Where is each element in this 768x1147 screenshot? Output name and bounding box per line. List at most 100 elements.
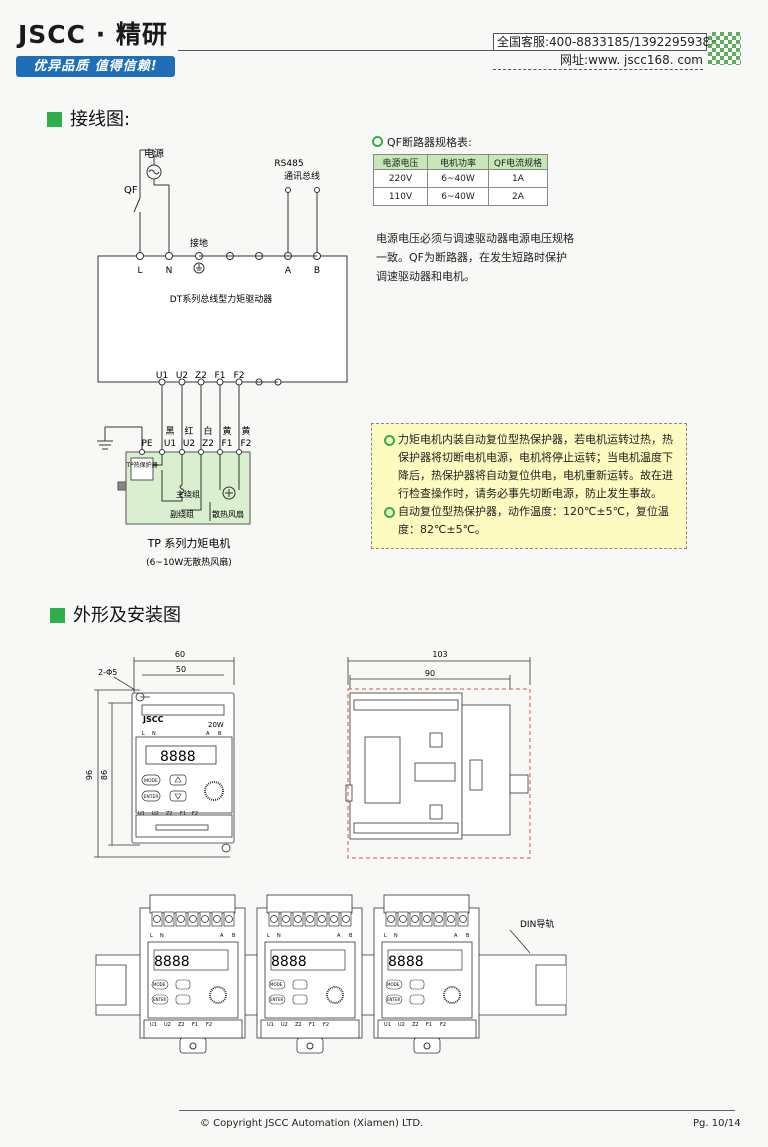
mode-button-label: MODE bbox=[153, 982, 166, 987]
wire-color-red: 红 bbox=[184, 425, 193, 437]
qf-note: 电源电压必须与调速驱动器电源电压规格一致。QF为断路器，在发生短路时保护调速驱动… bbox=[376, 232, 574, 283]
checker-pattern-icon bbox=[708, 32, 741, 65]
terminal-z2: Z2 bbox=[412, 1022, 419, 1028]
svg-text:MODE: MODE bbox=[144, 778, 158, 784]
table-cell: 6~40W bbox=[427, 187, 489, 206]
logo-text: JSCC · 精研 bbox=[18, 20, 168, 49]
motor-u1: U1 bbox=[164, 439, 176, 449]
dim-height-inner: 86 bbox=[100, 770, 109, 780]
svg-text:L: L bbox=[142, 731, 145, 737]
note-item: 自动复位型热保护器，动作温度：120℃±5℃，复位温度：82℃±5℃。 bbox=[384, 503, 680, 539]
motor-f1: F1 bbox=[222, 439, 233, 449]
up-button[interactable] bbox=[169, 774, 187, 786]
terminal-l: L bbox=[267, 933, 270, 939]
svg-text:F1: F1 bbox=[180, 811, 186, 817]
qf-label: QF bbox=[124, 185, 138, 196]
depth-outline bbox=[347, 688, 531, 859]
terminal-u1: U1 bbox=[384, 1022, 391, 1028]
page-number: Pg. 10/14 bbox=[693, 1118, 741, 1129]
terminal-n: N bbox=[277, 933, 281, 939]
ground-icon bbox=[193, 262, 205, 274]
wiring-diagram: 电源 QF RS485 通讯总线 接地 L N A B DT系列总线型力矩驱动器… bbox=[97, 147, 348, 568]
up-arrow-icon bbox=[174, 776, 182, 783]
dim-width-inner: 50 bbox=[176, 665, 186, 674]
section-square-icon bbox=[50, 608, 65, 623]
terminal-b: B bbox=[232, 933, 236, 939]
device-display: 8888 bbox=[271, 954, 307, 970]
protector-label: TP热保护器 bbox=[125, 461, 157, 469]
device-brand: JSCC bbox=[142, 715, 164, 724]
dimensions-heading: 外形及安装图 bbox=[50, 605, 181, 627]
power-label: 电源 bbox=[144, 147, 164, 160]
slogan-banner: 优异品质 值得信赖! bbox=[16, 56, 175, 77]
dim-width-outer: 60 bbox=[175, 650, 185, 659]
enter-button-label: ENTER bbox=[153, 997, 166, 1002]
wire-color-yellow-1: 黄 bbox=[222, 425, 231, 437]
ground-label: 接地 bbox=[190, 237, 208, 249]
table-row: 220V 6~40W 1A bbox=[373, 169, 548, 188]
table-header: 电机功率 bbox=[427, 154, 489, 170]
footer-divider bbox=[179, 1110, 735, 1111]
enter-button-label: ENTER bbox=[270, 997, 283, 1002]
terminal-b: B bbox=[466, 933, 470, 939]
svg-text:U1: U1 bbox=[138, 811, 145, 817]
terminal-n: N bbox=[160, 933, 164, 939]
thermal-protector-notes: 力矩电机内装自动复位型热保护器，若电机运转过热，热保护器将切断电机电源，电机将停… bbox=[371, 423, 687, 549]
terminal-l: L bbox=[150, 933, 153, 939]
svg-text:B: B bbox=[218, 731, 222, 737]
terminal-f2: F2 bbox=[323, 1022, 329, 1028]
out-f1: F1 bbox=[215, 371, 226, 381]
header-divider bbox=[178, 50, 698, 51]
table-cell: 110V bbox=[373, 187, 428, 206]
qf-spec-title: QF断路器规格表: bbox=[372, 136, 472, 150]
down-arrow-icon bbox=[174, 793, 182, 800]
terminal-a: A bbox=[454, 933, 458, 939]
dim-hole: 2-Φ5 bbox=[98, 668, 117, 677]
mode-button-label: MODE bbox=[270, 982, 283, 987]
website-link[interactable]: 网址:www. jscc168. com bbox=[493, 53, 703, 70]
fan-icon bbox=[222, 486, 236, 500]
hotline-text: 全国客服:400-8833185/13922959386 bbox=[493, 33, 718, 51]
down-button[interactable] bbox=[169, 790, 187, 802]
mode-button[interactable] bbox=[141, 774, 161, 786]
fan-label: 散热风扇 bbox=[212, 509, 244, 519]
terminal-u2: U2 bbox=[164, 1022, 171, 1028]
svg-text:Z2: Z2 bbox=[166, 811, 173, 817]
terminal-f1: F1 bbox=[192, 1022, 198, 1028]
table-cell: 6~40W bbox=[427, 169, 489, 188]
table-row: 110V 6~40W 2A bbox=[373, 187, 548, 206]
thermal-protector-box bbox=[130, 457, 154, 481]
din-rail-label: DIN导轨 bbox=[520, 918, 554, 930]
terminal-l: L bbox=[137, 266, 142, 276]
motor-z2: Z2 bbox=[202, 439, 214, 449]
terminal-u1: U1 bbox=[150, 1022, 157, 1028]
svg-text:A: A bbox=[206, 731, 210, 737]
terminal-z2: Z2 bbox=[295, 1022, 302, 1028]
note-item: 力矩电机内装自动复位型热保护器，若电机运转过热，热保护器将切断电机电源，电机将停… bbox=[384, 431, 680, 503]
enter-button[interactable] bbox=[141, 790, 161, 802]
wire-color-yellow-2: 黄 bbox=[241, 425, 250, 437]
qf-spec-table: 电源电压 电机功率 QF电流规格 220V 6~40W 1A 110V 6~40… bbox=[373, 154, 548, 206]
terminal-a: A bbox=[337, 933, 341, 939]
device-display: 8888 bbox=[154, 954, 190, 970]
aux-winding-label: 副绕组 bbox=[170, 509, 194, 519]
rs485-label: RS485 bbox=[274, 159, 303, 169]
svg-text:F2: F2 bbox=[192, 811, 198, 817]
dim-depth-inner: 90 bbox=[425, 669, 435, 678]
bus-label: 通讯总线 bbox=[284, 170, 320, 182]
out-z2: Z2 bbox=[195, 371, 207, 381]
speed-knob-icon[interactable] bbox=[204, 781, 224, 801]
mode-button-label: MODE bbox=[387, 982, 400, 987]
motor-f2: F2 bbox=[241, 439, 252, 449]
main-winding-label: 主绕组 bbox=[176, 489, 200, 499]
svg-text:N: N bbox=[152, 731, 156, 737]
section-square-icon bbox=[47, 112, 62, 127]
side-view-drawing: 103 90 bbox=[345, 650, 531, 859]
enter-button-label: ENTER bbox=[387, 997, 400, 1002]
svg-text:ENTER: ENTER bbox=[144, 794, 159, 800]
